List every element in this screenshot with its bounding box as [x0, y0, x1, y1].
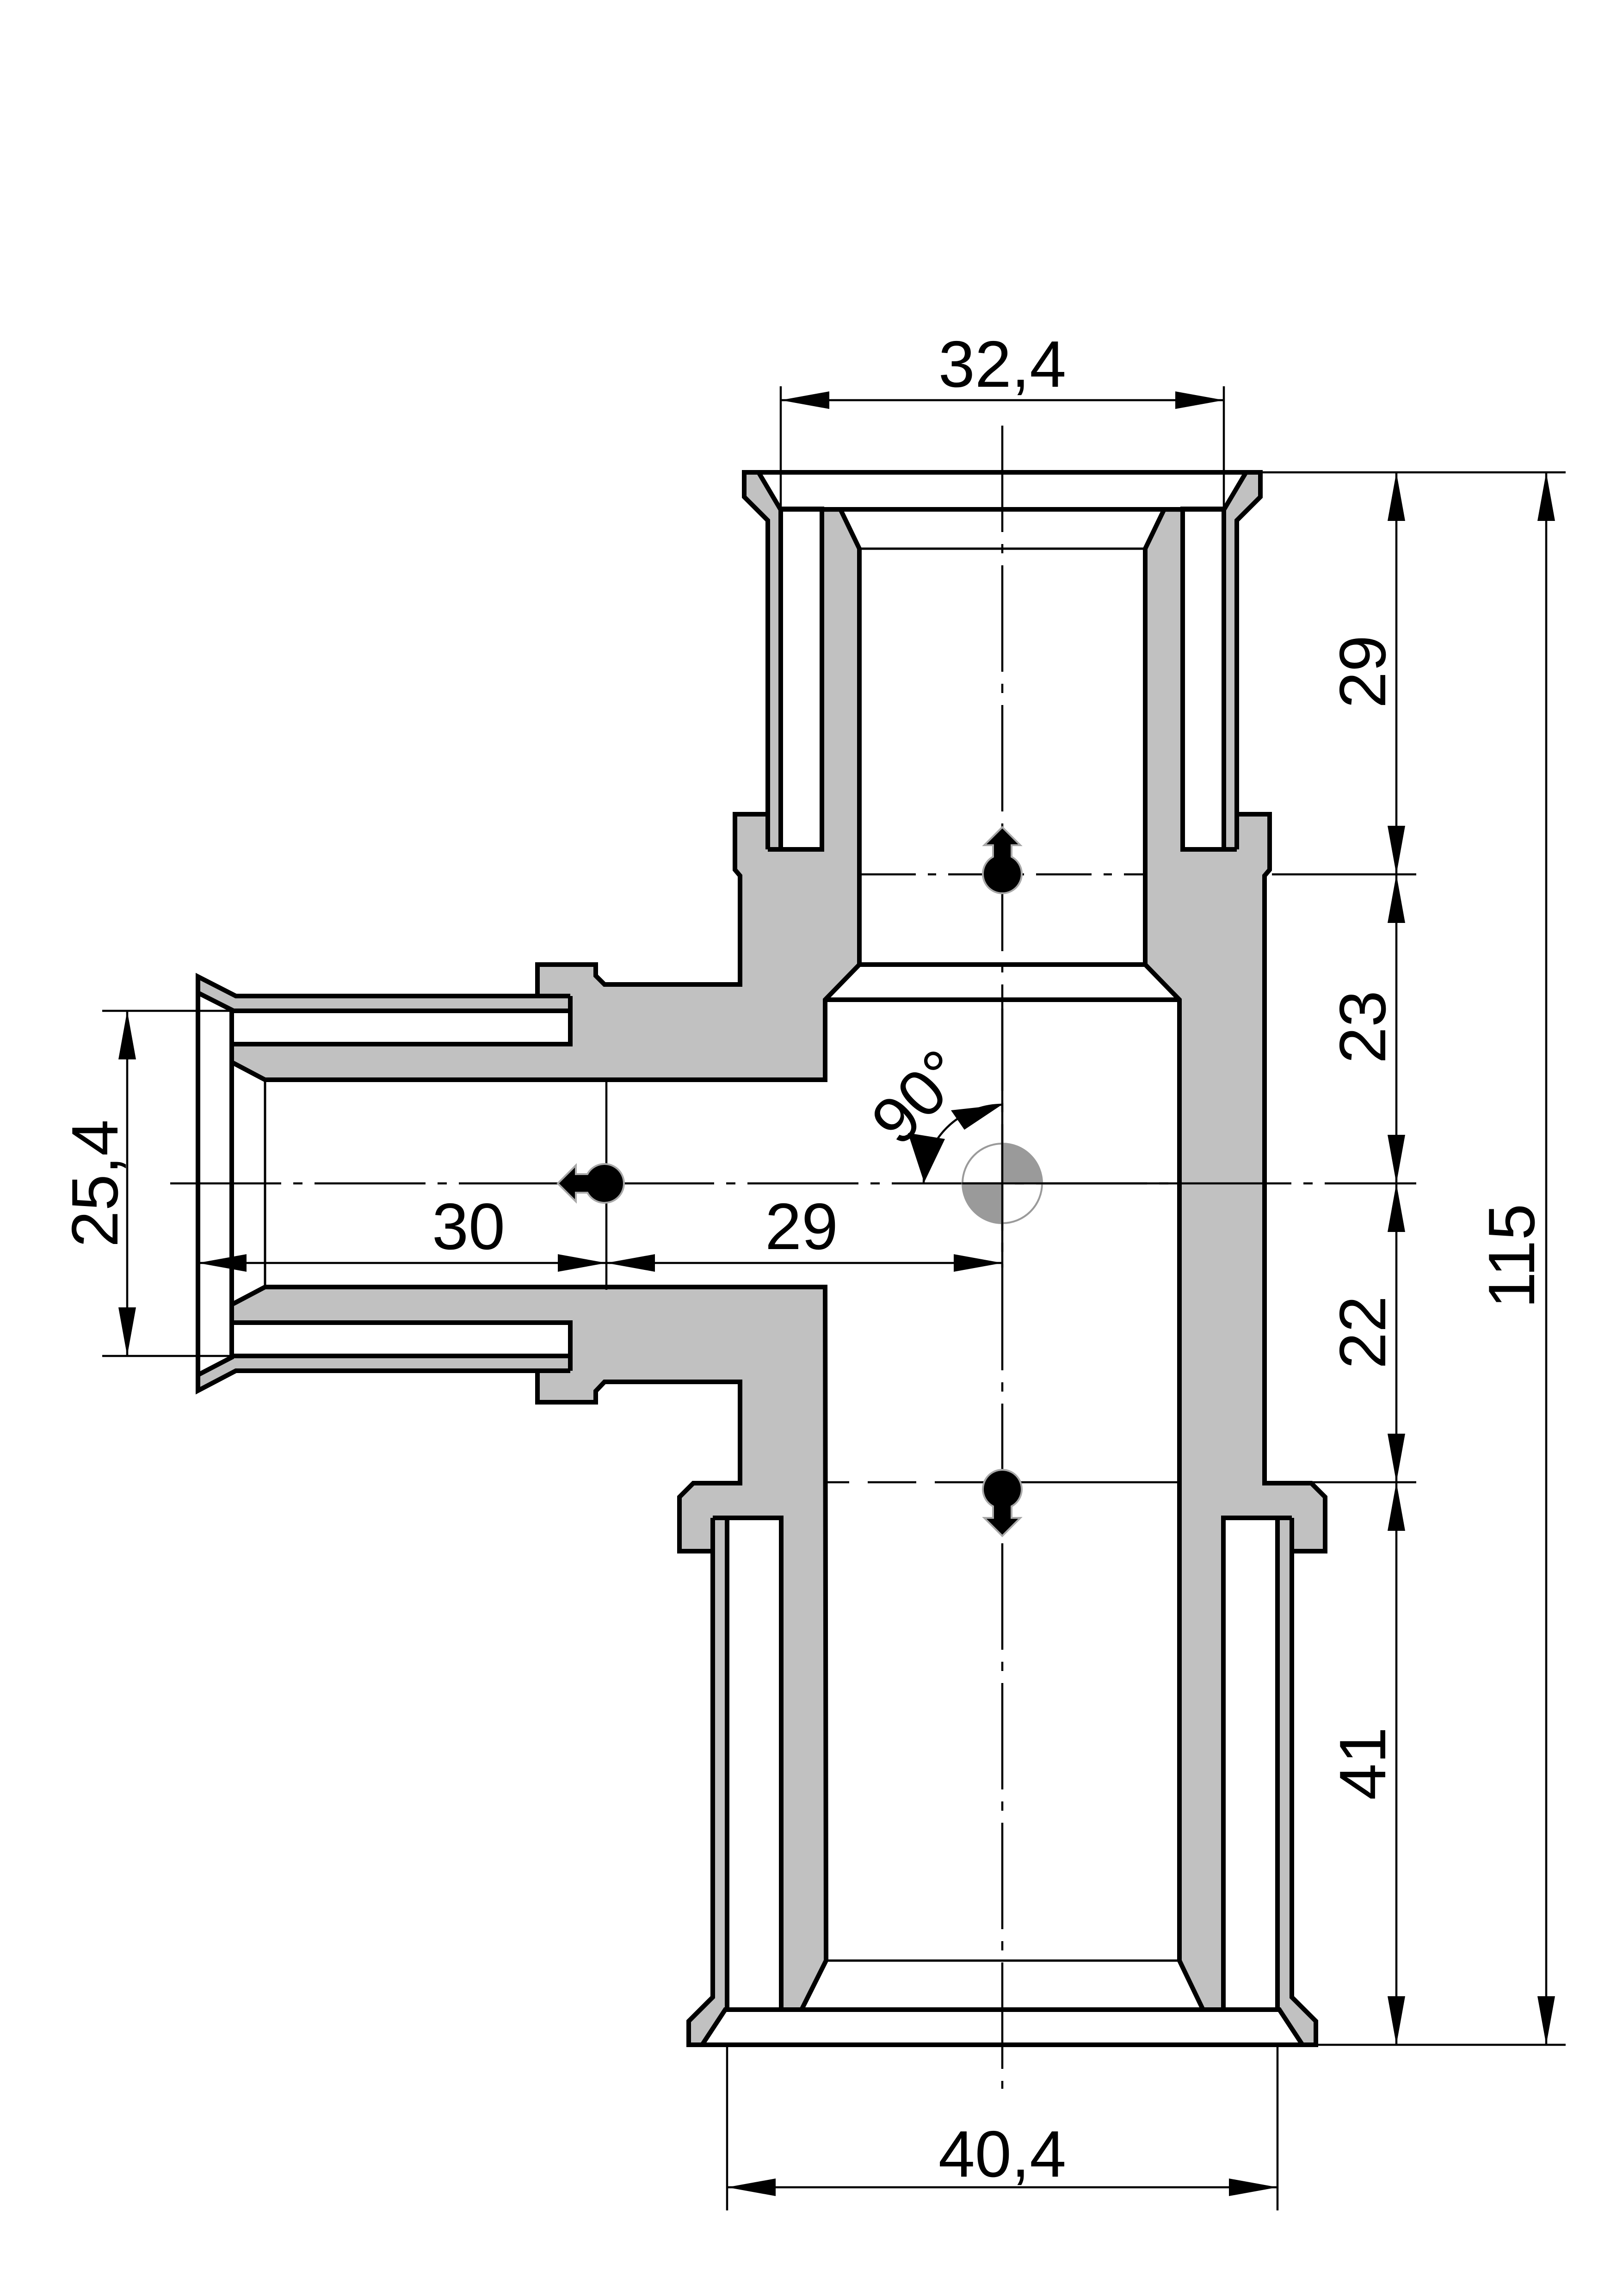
- svg-text:90°: 90°: [857, 1036, 979, 1158]
- svg-text:22: 22: [1326, 1296, 1400, 1369]
- svg-text:25,4: 25,4: [58, 1120, 132, 1247]
- svg-text:40,4: 40,4: [938, 2117, 1066, 2191]
- svg-text:29: 29: [1326, 635, 1400, 708]
- svg-text:41: 41: [1326, 1727, 1400, 1800]
- svg-text:29: 29: [765, 1190, 838, 1263]
- svg-text:115: 115: [1475, 1204, 1549, 1308]
- svg-text:32,4: 32,4: [938, 328, 1066, 401]
- svg-text:23: 23: [1326, 990, 1400, 1064]
- svg-text:30: 30: [432, 1190, 505, 1263]
